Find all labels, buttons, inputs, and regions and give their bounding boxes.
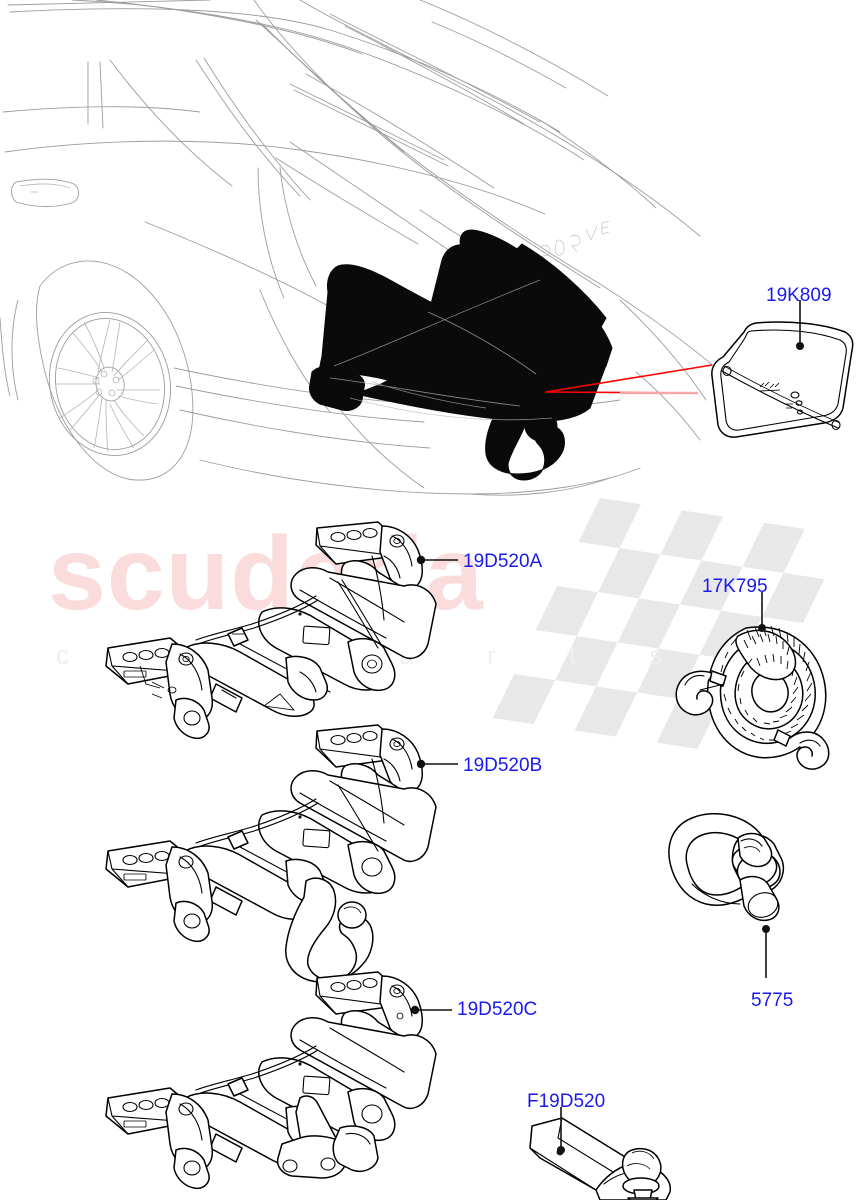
wheel-spokes: [55, 319, 160, 453]
rear-wheel: [0, 260, 194, 481]
flag-grid: [492, 498, 825, 749]
leader-19D520A: [416, 555, 458, 565]
towing-eye-body: [668, 812, 785, 922]
towbar-a-left-bracket: [105, 637, 214, 740]
towbar-c-wire-harness: [195, 1045, 319, 1097]
part-label-19D520A[interactable]: 19D520A: [463, 551, 543, 572]
installed-tow-bar-highlight: [329, 279, 553, 421]
towbar-a-wire-harness: [195, 555, 385, 649]
rope-texture: [720, 625, 813, 741]
part-label-5775[interactable]: 5775: [751, 990, 794, 1011]
towbar-c-left-bracket: [105, 1087, 214, 1190]
towbar-b-left-bracket: [105, 840, 214, 943]
part-label-17K795[interactable]: 17K795: [702, 576, 768, 597]
part-label-19K809[interactable]: 19K809: [766, 285, 832, 306]
tow-rope-coil: [675, 625, 830, 770]
part-label-19D520B[interactable]: 19D520B: [463, 755, 543, 776]
leader-19K809: [796, 300, 804, 350]
wheel-hub-bolts: [92, 370, 120, 397]
towbar-c-receiver-socket: [276, 1095, 379, 1179]
leader-19D520B: [416, 759, 458, 769]
leader-F19D520: [557, 1107, 565, 1154]
rear-light-strip: [11, 178, 79, 207]
leader-17K795: [758, 592, 766, 632]
leader-19D520C: [410, 1005, 452, 1015]
towbar-a-neck-mount: [209, 637, 396, 713]
towbar-b-swan-neck-ball: [285, 877, 374, 983]
tow-ball-head: [621, 1147, 662, 1195]
leader-5775: [762, 925, 770, 978]
highlight-line-upper: [545, 364, 713, 393]
cover-clips: [759, 381, 803, 415]
towbar-b-neck-mount: [209, 840, 396, 916]
towbar-b-right-bracket: [315, 724, 423, 793]
installed-tow-bar-body: [309, 229, 613, 422]
cover-body: [711, 321, 854, 438]
part-label-19D520C[interactable]: 19D520C: [457, 999, 538, 1020]
towbar-b-wire-harness: [195, 758, 385, 852]
rope-hook-left: [675, 670, 727, 716]
rope-hook-right: [773, 729, 830, 770]
tow-ball-neck-body: [529, 1117, 672, 1200]
part-label-F19D520[interactable]: F19D520: [527, 1091, 606, 1112]
vehicle-body: [2, 0, 745, 393]
